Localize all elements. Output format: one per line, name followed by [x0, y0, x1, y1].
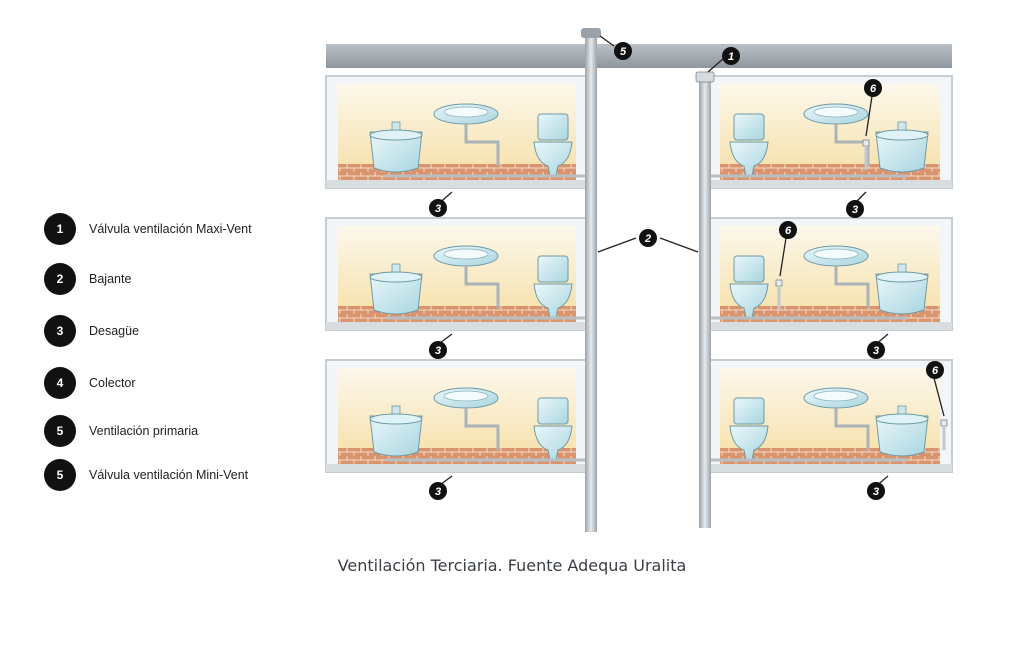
left-floor-3 — [326, 360, 588, 472]
legend-label: Colector — [89, 376, 136, 390]
legend-item-ventilacion-primaria: 5 Ventilación primaria — [44, 414, 198, 448]
svg-text:6: 6 — [785, 225, 792, 237]
callout-6: 6 — [779, 221, 797, 239]
svg-text:3: 3 — [435, 486, 441, 498]
left-floor-2 — [326, 218, 588, 330]
right-soil-stack — [699, 80, 711, 528]
figure-caption: Ventilación Terciaria. Fuente Adequa Ura… — [337, 556, 687, 575]
svg-text:2: 2 — [644, 233, 651, 245]
legend-item-mini-vent: 5 Válvula ventilación Mini-Vent — [44, 458, 248, 492]
callout-5: 5 — [614, 42, 632, 60]
callout-3: 3 — [867, 482, 885, 500]
legend-number-badge: 3 — [44, 315, 76, 347]
maxi-vent-valve — [695, 71, 715, 83]
legend-number-badge: 5 — [44, 415, 76, 447]
callout-1: 1 — [722, 47, 740, 65]
left-soil-stack — [585, 36, 597, 532]
legend-item-maxi-vent: 1 Válvula ventilación Maxi-Vent — [44, 212, 252, 246]
svg-text:1: 1 — [728, 51, 734, 63]
primary-vent-cap — [581, 28, 601, 38]
ventilation-diagram: 5 1 2 3 3 3 3 3 3 6 6 6 — [288, 28, 972, 532]
legend-item-desague: 3 Desagüe — [44, 314, 139, 348]
svg-text:3: 3 — [873, 486, 879, 498]
leader-lines — [435, 35, 945, 489]
callout-3: 3 — [429, 482, 447, 500]
callout-3: 3 — [429, 341, 447, 359]
right-floor-3 — [708, 360, 952, 472]
legend-item-colector: 4 Colector — [44, 366, 136, 400]
legend-number-badge: 1 — [44, 213, 76, 245]
legend-label: Bajante — [89, 272, 132, 286]
right-floor-1 — [708, 76, 952, 188]
right-floor-2 — [708, 218, 952, 330]
legend-label: Ventilación primaria — [89, 424, 199, 438]
callout-6: 6 — [864, 79, 882, 97]
svg-text:3: 3 — [873, 345, 879, 357]
svg-text:3: 3 — [435, 345, 441, 357]
callout-3: 3 — [429, 199, 447, 217]
roof-slab — [326, 44, 952, 68]
legend-label: Válvula ventilación Maxi-Vent — [89, 222, 252, 236]
legend-number-badge: 5 — [44, 459, 76, 491]
svg-text:5: 5 — [620, 46, 627, 58]
svg-text:6: 6 — [932, 365, 939, 377]
svg-text:6: 6 — [870, 83, 877, 95]
callout-2: 2 — [639, 229, 657, 247]
callout-6: 6 — [926, 361, 944, 379]
svg-text:3: 3 — [852, 204, 858, 216]
legend-number-badge: 2 — [44, 263, 76, 295]
callout-3: 3 — [846, 200, 864, 218]
svg-text:3: 3 — [435, 203, 441, 215]
legend-number-badge: 4 — [44, 367, 76, 399]
left-floor-1 — [326, 76, 588, 188]
legend-label: Válvula ventilación Mini-Vent — [89, 468, 249, 482]
legend-item-bajante: 2 Bajante — [44, 262, 131, 296]
callout-3: 3 — [867, 341, 885, 359]
legend-label: Desagüe — [89, 324, 140, 338]
